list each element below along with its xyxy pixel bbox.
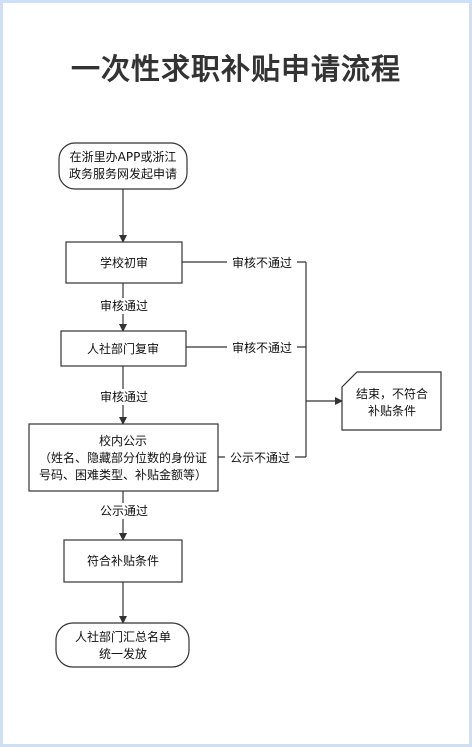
node-publicity-line-2: （姓名、隐藏部分位数的身份证 bbox=[39, 450, 207, 465]
edge-label-school-fail: 审核不通过 bbox=[232, 255, 292, 270]
edge-label-hr-pass: 审核通过 bbox=[100, 389, 148, 404]
node-school-review-label: 学校初审 bbox=[100, 255, 148, 270]
edge-label-hr-fail: 审核不通过 bbox=[232, 340, 292, 355]
node-payout-line-2: 统一发放 bbox=[99, 646, 147, 661]
node-qualified: 符合补贴条件 bbox=[63, 539, 183, 583]
node-hr-review-label: 人社部门复审 bbox=[87, 341, 159, 356]
node-end-line-2: 补贴条件 bbox=[368, 404, 416, 418]
edge-label-school-pass: 审核通过 bbox=[100, 298, 148, 313]
node-end: 结束，不符合 补贴条件 bbox=[341, 371, 442, 431]
node-qualified-label: 符合补贴条件 bbox=[87, 553, 159, 568]
node-payout: 人社部门汇总名单 统一发放 bbox=[55, 622, 190, 668]
node-start: 在浙里办APP或浙江 政务服务网发起申请 bbox=[58, 142, 188, 190]
node-publicity-line-3: 号码、困难类型、补贴金额等） bbox=[39, 467, 207, 482]
page-title: 一次性求职补贴申请流程 bbox=[70, 52, 401, 86]
node-publicity: 校内公示 （姓名、隐藏部分位数的身份证 号码、困难类型、补贴金额等） bbox=[28, 423, 219, 492]
node-end-line-1: 结束，不符合 bbox=[356, 386, 428, 401]
node-publicity-line-1: 校内公示 bbox=[99, 433, 147, 448]
node-hr-review: 人社部门复审 bbox=[60, 330, 187, 367]
node-start-line-1: 在浙里办APP或浙江 bbox=[70, 149, 177, 164]
node-payout-line-1: 人社部门汇总名单 bbox=[75, 629, 171, 644]
node-school-review: 学校初审 bbox=[65, 241, 183, 284]
edge-label-publicity-fail: 公示不通过 bbox=[230, 451, 290, 465]
edge-label-publicity-pass: 公示通过 bbox=[100, 504, 148, 518]
node-start-line-2: 政务服务网发起申请 bbox=[69, 166, 177, 181]
